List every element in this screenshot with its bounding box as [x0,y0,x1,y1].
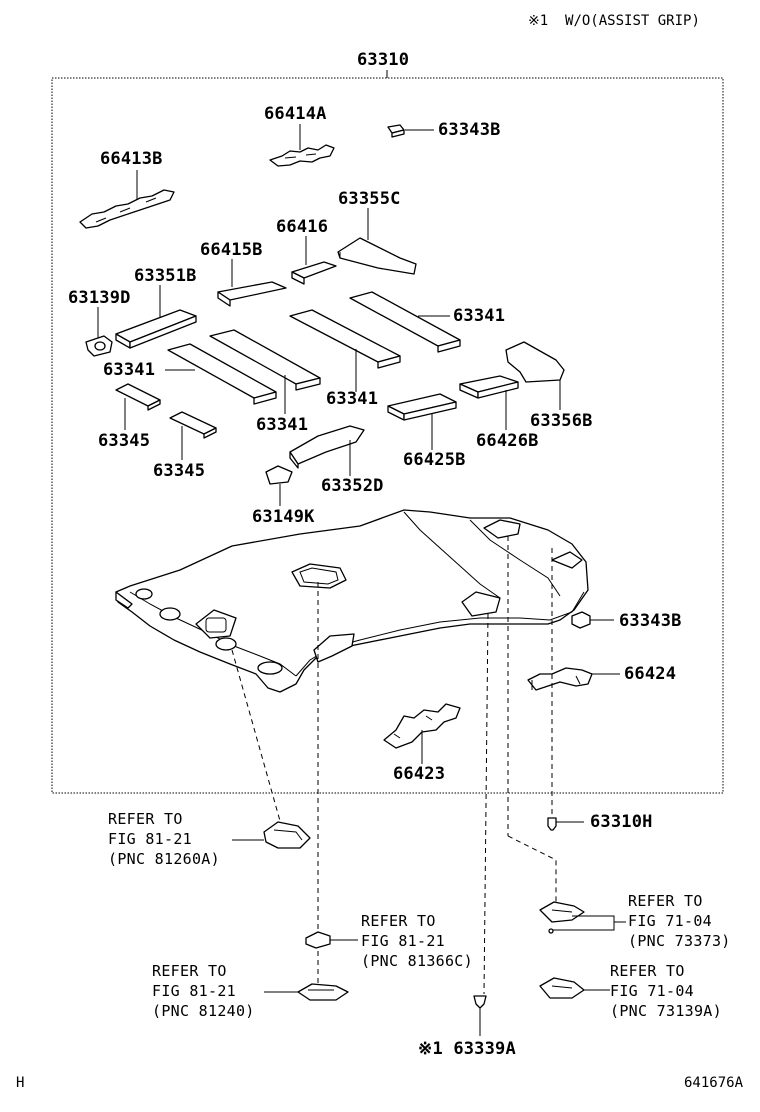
clip-63343b-mid [571,611,614,629]
ref-note-81366c-line2: FIG 81-21 [361,932,445,950]
ref-lamp-73373 [539,901,626,934]
header-note: ※1 W/O(ASSIST GRIP) [528,13,700,29]
ref-note-73373-line3: (PNC 73373) [628,932,731,950]
part-label-63356b: 63356B [530,411,593,431]
bracket-66413b [79,170,175,229]
ref-note-73373-line2: FIG 71-04 [628,912,712,930]
ref-note-81366c-line1: REFER TO [361,912,436,930]
ref-note-73139a-line1: REFER TO [610,962,685,980]
pad-63355c [337,208,417,275]
headliner-63310 [115,509,589,693]
pad-63341-right [349,291,461,353]
pad-63341-center [289,309,401,392]
bracket-66424 [527,667,620,691]
ref-lamp-73139a [539,977,610,999]
pad-63341-lower [209,329,321,414]
part-label-63149k: 63149K [252,507,315,527]
part-label-66413b: 66413B [100,149,163,169]
pad-63341-left [165,343,277,405]
pad-66425b [387,393,457,450]
part-label-66415b: 66415B [200,240,263,260]
ref-note-73139a-line3: (PNC 73139A) [610,1002,722,1020]
part-label-63139d: 63139D [68,288,131,308]
cover-63149k [265,465,293,506]
part-label-63345-b: 63345 [153,461,206,481]
part-label-63343b-top: 63343B [438,120,501,140]
ref-note-73373-line1: REFER TO [628,892,703,910]
dashed-connectors [231,536,557,995]
pad-63345-b [169,411,217,460]
ref-note-81240-line3: (PNC 81240) [152,1002,255,1020]
part-label-66425b: 66425B [403,450,466,470]
pad-63351b [115,285,197,349]
ref-note-81240-line2: FIG 81-21 [152,982,236,1000]
ref-note-81240-line1: REFER TO [152,962,227,980]
clip-63339a [473,995,487,1036]
part-label-63341-lower: 63341 [256,415,309,435]
part-label-66424: 66424 [624,664,677,684]
part-label-63351b: 63351B [134,266,197,286]
assembly-label: 63310 [357,50,410,70]
part-label-63341-center: 63341 [326,389,379,409]
part-label-66423: 66423 [393,764,446,784]
part-label-63310h: 63310H [590,812,653,832]
ref-lamp-81260a [232,821,311,849]
part-label-63343b-mid: 63343B [619,611,682,631]
clip-63343b-top [387,124,434,138]
ref-note-81260a-line2: FIG 81-21 [108,830,192,848]
bracket-66414a [269,124,335,167]
bracket-66423 [383,703,461,764]
part-label-66426b: 66426B [476,431,539,451]
part-label-66414a: 66414A [264,104,327,124]
ref-lamp-81240 [264,983,349,1001]
part-label-63339a: ※1 63339A [418,1039,516,1059]
footer-left-code: H [16,1075,25,1091]
pad-63345-a [115,383,161,430]
cover-63139d [85,307,113,357]
pad-66415b [217,259,287,307]
ref-note-81260a-line1: REFER TO [108,810,183,828]
pad-63352d [289,425,365,476]
ref-clip-81366c [305,931,358,949]
part-label-63345-a: 63345 [98,431,151,451]
part-label-63352d: 63352D [321,476,384,496]
ref-note-73139a-line2: FIG 71-04 [610,982,694,1000]
footer-figure-id: 641676A [684,1075,744,1091]
ref-note-81260a-line3: (PNC 81260A) [108,850,220,868]
pad-66426b [459,375,519,430]
part-label-66416: 66416 [276,217,329,237]
ref-note-81366c-line3: (PNC 81366C) [361,952,473,970]
pad-66416 [291,236,337,285]
assembly-frame [51,77,724,794]
part-label-63341-left: 63341 [103,360,156,380]
clip-63310h [547,817,584,831]
pad-63356b [505,341,565,410]
part-label-63341-right: 63341 [453,306,506,326]
part-label-63355c: 63355C [338,189,401,209]
